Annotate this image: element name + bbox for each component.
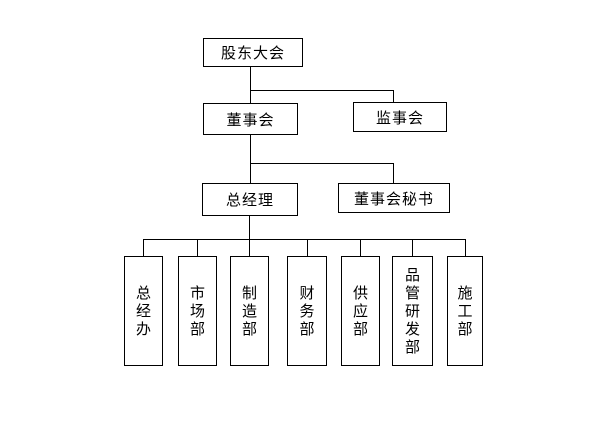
node-shareholders-meeting: 股东大会 [203,38,303,67]
node-dept-supply: 供应部 [341,256,380,366]
node-general-manager: 总经理 [202,183,298,216]
node-board-secretary: 董事会秘书 [338,183,450,213]
connector-bottom-horizontal [143,239,466,240]
connector-supervisory-drop [393,90,394,102]
node-dept-construction: 施工部 [447,256,483,366]
node-dept-supply-label: 供应部 [352,284,368,338]
node-dept-quality-rd: 品管研发部 [392,256,433,366]
node-dept-marketing: 市场部 [178,256,217,366]
connector-dept4-drop [360,239,361,256]
connector-dept1-drop [197,239,198,256]
node-dept-general-manager-office-label: 总经办 [135,284,151,338]
connector-mid-horizontal [250,163,394,164]
node-dept-construction-label: 施工部 [457,284,473,338]
connector-secretary-drop [393,163,394,183]
node-dept-quality-rd-label: 品管研发部 [404,266,420,356]
node-supervisory-board: 监事会 [353,102,447,132]
node-board-of-directors-label: 董事会 [226,110,275,129]
node-board-of-directors: 董事会 [203,103,298,135]
node-general-manager-label: 总经理 [225,191,274,209]
connector-dept6-drop [465,239,466,256]
connector-dept5-drop [412,239,413,256]
node-dept-general-manager-office: 总经办 [124,256,163,366]
connector-dept3-drop [307,239,308,256]
node-dept-finance-label: 财务部 [299,284,315,338]
node-dept-finance: 财务部 [287,256,327,366]
node-board-secretary-label: 董事会秘书 [353,189,434,208]
node-supervisory-board-label: 监事会 [375,108,424,127]
connector-shareholders-down [250,67,251,103]
connector-dept0-drop [143,239,144,256]
node-dept-marketing-label: 市场部 [189,284,205,338]
node-dept-manufacturing-label: 制造部 [241,284,257,338]
node-shareholders-meeting-label: 股东大会 [220,44,285,62]
node-dept-manufacturing: 制造部 [230,256,269,366]
connector-dept2-drop [249,239,250,256]
connector-top-horizontal [250,90,394,91]
connector-gm-down [249,216,250,239]
connector-board-down [250,135,251,183]
